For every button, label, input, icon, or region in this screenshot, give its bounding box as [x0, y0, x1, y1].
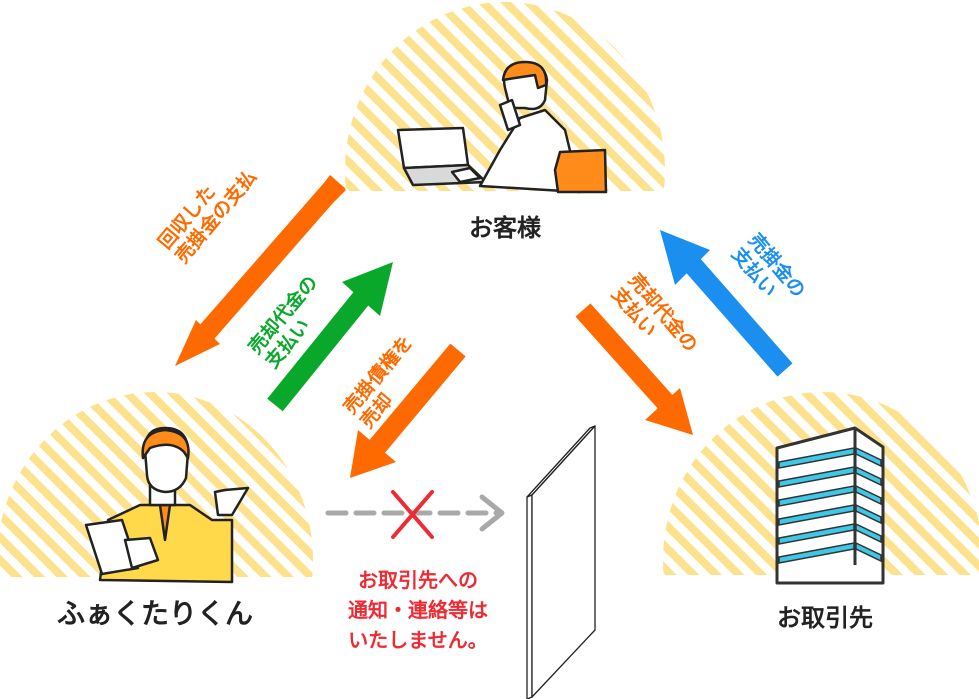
- building-window-band-side: [855, 484, 882, 506]
- building-window-band: [778, 523, 855, 545]
- building-window-band-side: [855, 503, 882, 525]
- building-window-band-side: [855, 465, 882, 487]
- arrow-collected-payment: [175, 175, 346, 366]
- office-building-icon: [775, 426, 885, 585]
- wall-panel-icon: [526, 425, 596, 699]
- person-at-laptop-icon: [396, 60, 608, 194]
- notice-line: お取引先への: [358, 568, 478, 592]
- fakutari-label: ふぁくたりくん: [56, 597, 253, 630]
- partner-label: お取引先: [777, 604, 873, 632]
- notice-line: 通知・連絡等は: [348, 598, 488, 622]
- notice-line: いたしません。: [348, 628, 488, 652]
- arrow-sale-price-payment-left: [267, 262, 393, 412]
- arrow-sale-price-payment-right: [575, 303, 693, 435]
- building-window-band: [778, 542, 855, 564]
- no-notification-notice: お取引先への 通知・連絡等は いたしません。: [318, 565, 518, 655]
- building-window-band: [778, 447, 855, 469]
- building-window-band: [778, 466, 855, 488]
- building-window-band-side: [855, 446, 882, 468]
- customer-label: お客様: [469, 214, 541, 242]
- businessman-with-clipboard-icon: [84, 426, 250, 584]
- building-window-band: [778, 485, 855, 507]
- arrow-receivable-payment: [660, 230, 793, 377]
- building-window-band: [778, 504, 855, 526]
- building-window-band-side: [855, 522, 882, 544]
- arrow-sell-receivables: [350, 343, 466, 478]
- cross-icon: [391, 490, 434, 539]
- building-window-band-side: [855, 541, 882, 563]
